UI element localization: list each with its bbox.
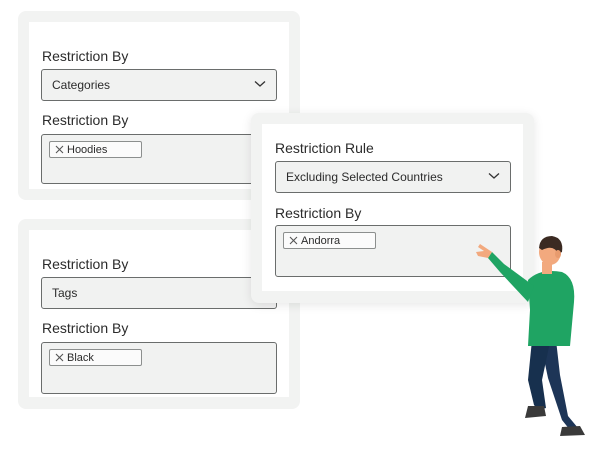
- pointing-person-illustration: [476, 236, 585, 436]
- restriction-by-select[interactable]: Tags: [41, 277, 277, 309]
- restriction-by-label: Restriction By: [42, 320, 129, 336]
- selected-tag: Hoodies: [49, 141, 142, 158]
- restriction-panel-countries: Restriction Rule Excluding Selected Coun…: [251, 113, 534, 303]
- panel-card: Restriction Rule Excluding Selected Coun…: [262, 124, 523, 291]
- pointing-arm: [488, 252, 534, 302]
- ear: [555, 250, 561, 258]
- hair: [539, 236, 563, 254]
- select-value: Excluding Selected Countries: [286, 170, 443, 184]
- tag-label: Black: [67, 352, 94, 364]
- chevron-down-icon: [488, 173, 500, 179]
- neck: [542, 262, 552, 274]
- restriction-by-label: Restriction By: [42, 48, 129, 64]
- tag-label: Hoodies: [67, 144, 108, 156]
- restriction-rule-select[interactable]: Excluding Selected Countries: [275, 161, 511, 193]
- restriction-rule-label: Restriction Rule: [275, 140, 374, 156]
- restriction-by-label: Restriction By: [42, 112, 129, 128]
- back-leg: [540, 340, 578, 430]
- close-icon[interactable]: [55, 145, 64, 154]
- torso: [528, 271, 575, 346]
- selected-tag: Black: [49, 349, 142, 366]
- tag-label: Andorra: [301, 235, 341, 247]
- select-value: Tags: [52, 286, 78, 300]
- select-value: Categories: [52, 78, 111, 92]
- restriction-by-label: Restriction By: [42, 256, 129, 272]
- panel-card: Restriction By Tags Restriction By Black: [29, 230, 289, 397]
- close-icon[interactable]: [289, 236, 298, 245]
- front-shoe: [525, 406, 546, 418]
- selected-tag: Andorra: [283, 232, 376, 249]
- restriction-by-multiselect[interactable]: Hoodies: [41, 134, 277, 184]
- chevron-down-icon: [254, 81, 266, 87]
- restriction-by-multiselect[interactable]: Andorra: [275, 225, 511, 277]
- restriction-by-multiselect[interactable]: Black: [41, 342, 277, 394]
- panel-card: Restriction By Categories Restriction By…: [29, 22, 289, 189]
- restriction-by-label: Restriction By: [275, 205, 362, 221]
- hand: [476, 244, 492, 258]
- restriction-by-select[interactable]: Categories: [41, 69, 277, 101]
- restriction-panel-categories: Restriction By Categories Restriction By…: [18, 11, 300, 200]
- close-icon[interactable]: [55, 353, 64, 362]
- front-leg: [528, 340, 550, 410]
- back-shoe: [560, 426, 585, 436]
